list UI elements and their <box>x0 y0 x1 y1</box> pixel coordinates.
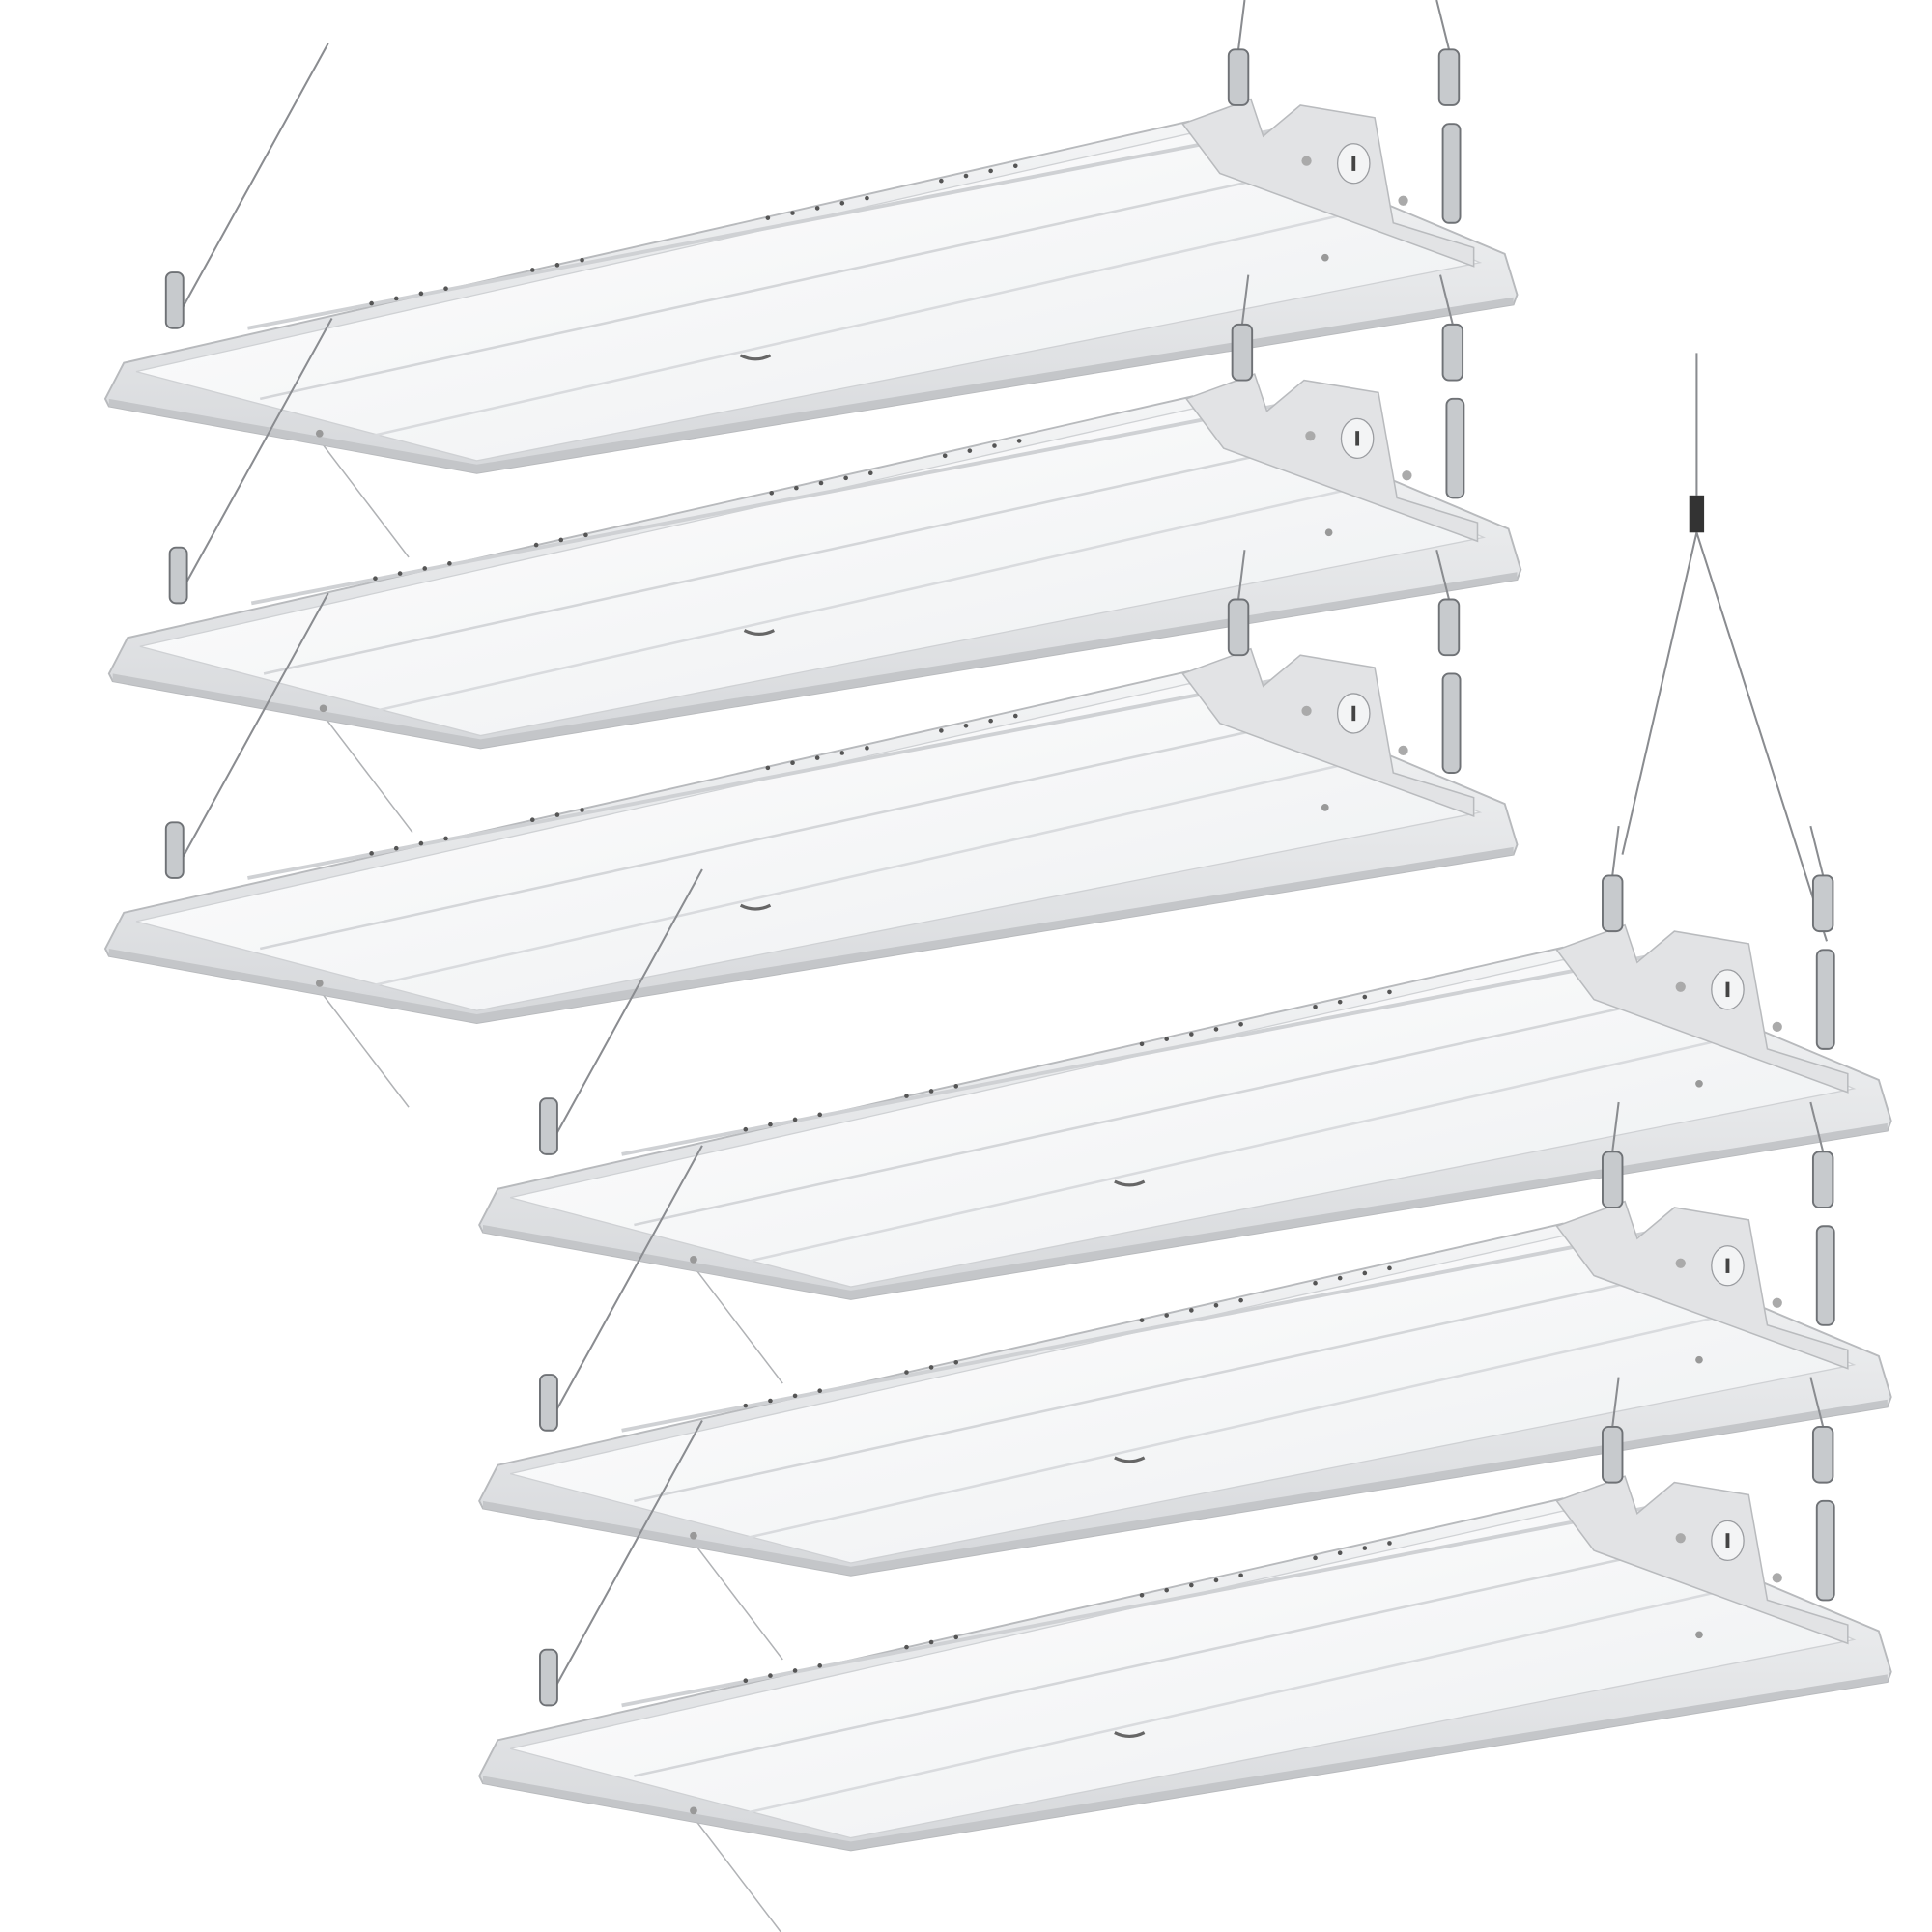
suspension-wires <box>1621 353 1829 942</box>
